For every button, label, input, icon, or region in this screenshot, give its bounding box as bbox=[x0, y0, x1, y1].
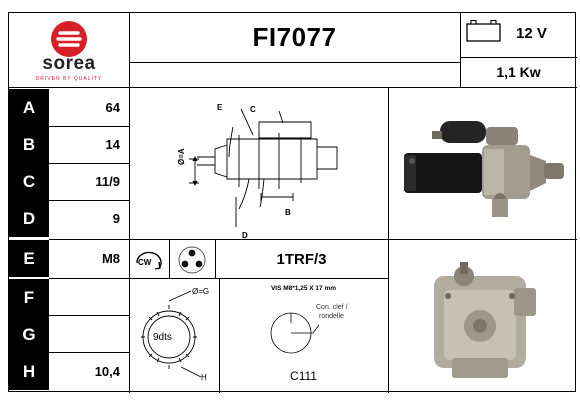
spec-letter-d: D bbox=[9, 200, 49, 237]
grid-line bbox=[49, 200, 129, 201]
spec-value-e: M8 bbox=[101, 251, 120, 266]
grid-line bbox=[388, 87, 389, 393]
grid-line bbox=[129, 239, 577, 240]
spec-value-h: 10,4 bbox=[94, 364, 120, 379]
grid-line bbox=[460, 57, 577, 58]
spec-value-b: 14 bbox=[105, 137, 120, 152]
spec-value-c: 11/9 bbox=[95, 174, 120, 189]
spec-letter-a: A bbox=[9, 89, 49, 126]
starter-outline-icon bbox=[189, 108, 338, 227]
grid-line bbox=[49, 163, 129, 164]
spec-letter-f: F bbox=[9, 279, 49, 316]
starter-motor-image bbox=[404, 121, 564, 217]
spec-value-d: 9 bbox=[112, 211, 120, 226]
terminal-spec-cell: VIS M8*1,25 X 17 mm Con. clef / rondelle… bbox=[219, 279, 388, 393]
grid-line bbox=[129, 62, 460, 63]
spec-letter-e: E bbox=[9, 240, 49, 277]
starter-dimension-drawing: E C Ø=A B D bbox=[129, 87, 388, 240]
pinion-label-g: Ø=G bbox=[192, 287, 210, 296]
terminal-screw-spec: VIS M8*1,25 X 17 mm bbox=[270, 285, 337, 292]
spec-value-g bbox=[49, 316, 129, 353]
voltage-value: 12 V bbox=[516, 25, 547, 42]
mounting-code: 1TRF/3 bbox=[276, 251, 327, 268]
dim-label-b: B bbox=[285, 208, 291, 217]
dim-label-d: D bbox=[242, 231, 248, 240]
pinion-gear-icon bbox=[141, 290, 202, 378]
grid-line bbox=[49, 352, 129, 353]
spec-letter-h: H bbox=[9, 353, 49, 390]
grid-line bbox=[219, 279, 220, 393]
spec-letter-g: G bbox=[9, 316, 49, 353]
washer-key-icon bbox=[270, 312, 320, 354]
grid-line bbox=[215, 240, 216, 279]
starter-motor-front-image bbox=[434, 262, 536, 378]
grid-line bbox=[9, 87, 577, 88]
spec-letter-c: C bbox=[9, 163, 49, 200]
rotation-direction-cell: CW bbox=[129, 240, 169, 279]
spec-value-a: 64 bbox=[105, 100, 120, 115]
starter-photo-side bbox=[388, 87, 577, 239]
grid-line bbox=[49, 126, 129, 127]
washer-label-line-2: rondelle bbox=[319, 313, 344, 320]
three-hole-flange-icon bbox=[178, 246, 206, 273]
brand-name: sorea bbox=[42, 53, 96, 74]
dim-label-c: C bbox=[250, 105, 256, 114]
starter-photo-front bbox=[388, 240, 577, 393]
mounting-flange-cell bbox=[169, 240, 215, 279]
pinion-drawing: Ø=G 9dts H bbox=[129, 279, 219, 393]
brand-tagline: DRIVEN BY QUALITY bbox=[35, 76, 103, 82]
brand-logo: sorea DRIVEN BY QUALITY bbox=[9, 13, 129, 87]
grid-line bbox=[49, 278, 129, 279]
spec-value-f bbox=[49, 279, 129, 316]
product-sheet: sorea DRIVEN BY QUALITY FI7077 12 V 1,1 … bbox=[8, 12, 577, 393]
dim-label-a: Ø=A bbox=[177, 148, 186, 165]
grid-line bbox=[460, 13, 461, 87]
grid-line bbox=[49, 239, 129, 240]
terminal-code: C111 bbox=[290, 369, 317, 383]
part-number: FI7077 bbox=[252, 22, 337, 52]
pinion-label-h: H bbox=[201, 373, 207, 382]
clockwise-arrow-icon: CW bbox=[136, 251, 162, 270]
rotation-label: CW bbox=[138, 258, 152, 267]
sorea-logo-icon bbox=[51, 21, 87, 57]
dim-label-e: E bbox=[217, 103, 223, 112]
grid-line bbox=[129, 13, 130, 393]
power-value: 1,1 Kw bbox=[496, 64, 541, 80]
grid-line bbox=[169, 240, 170, 279]
battery-icon bbox=[466, 19, 501, 42]
spec-letter-b: B bbox=[9, 126, 49, 163]
voltage-cell: 12 V bbox=[460, 13, 577, 57]
grid-line bbox=[129, 278, 388, 279]
pinion-teeth-count: 9dts bbox=[153, 332, 172, 343]
washer-label-line-1: Con. clef / bbox=[316, 304, 348, 311]
grid-line bbox=[49, 315, 129, 316]
